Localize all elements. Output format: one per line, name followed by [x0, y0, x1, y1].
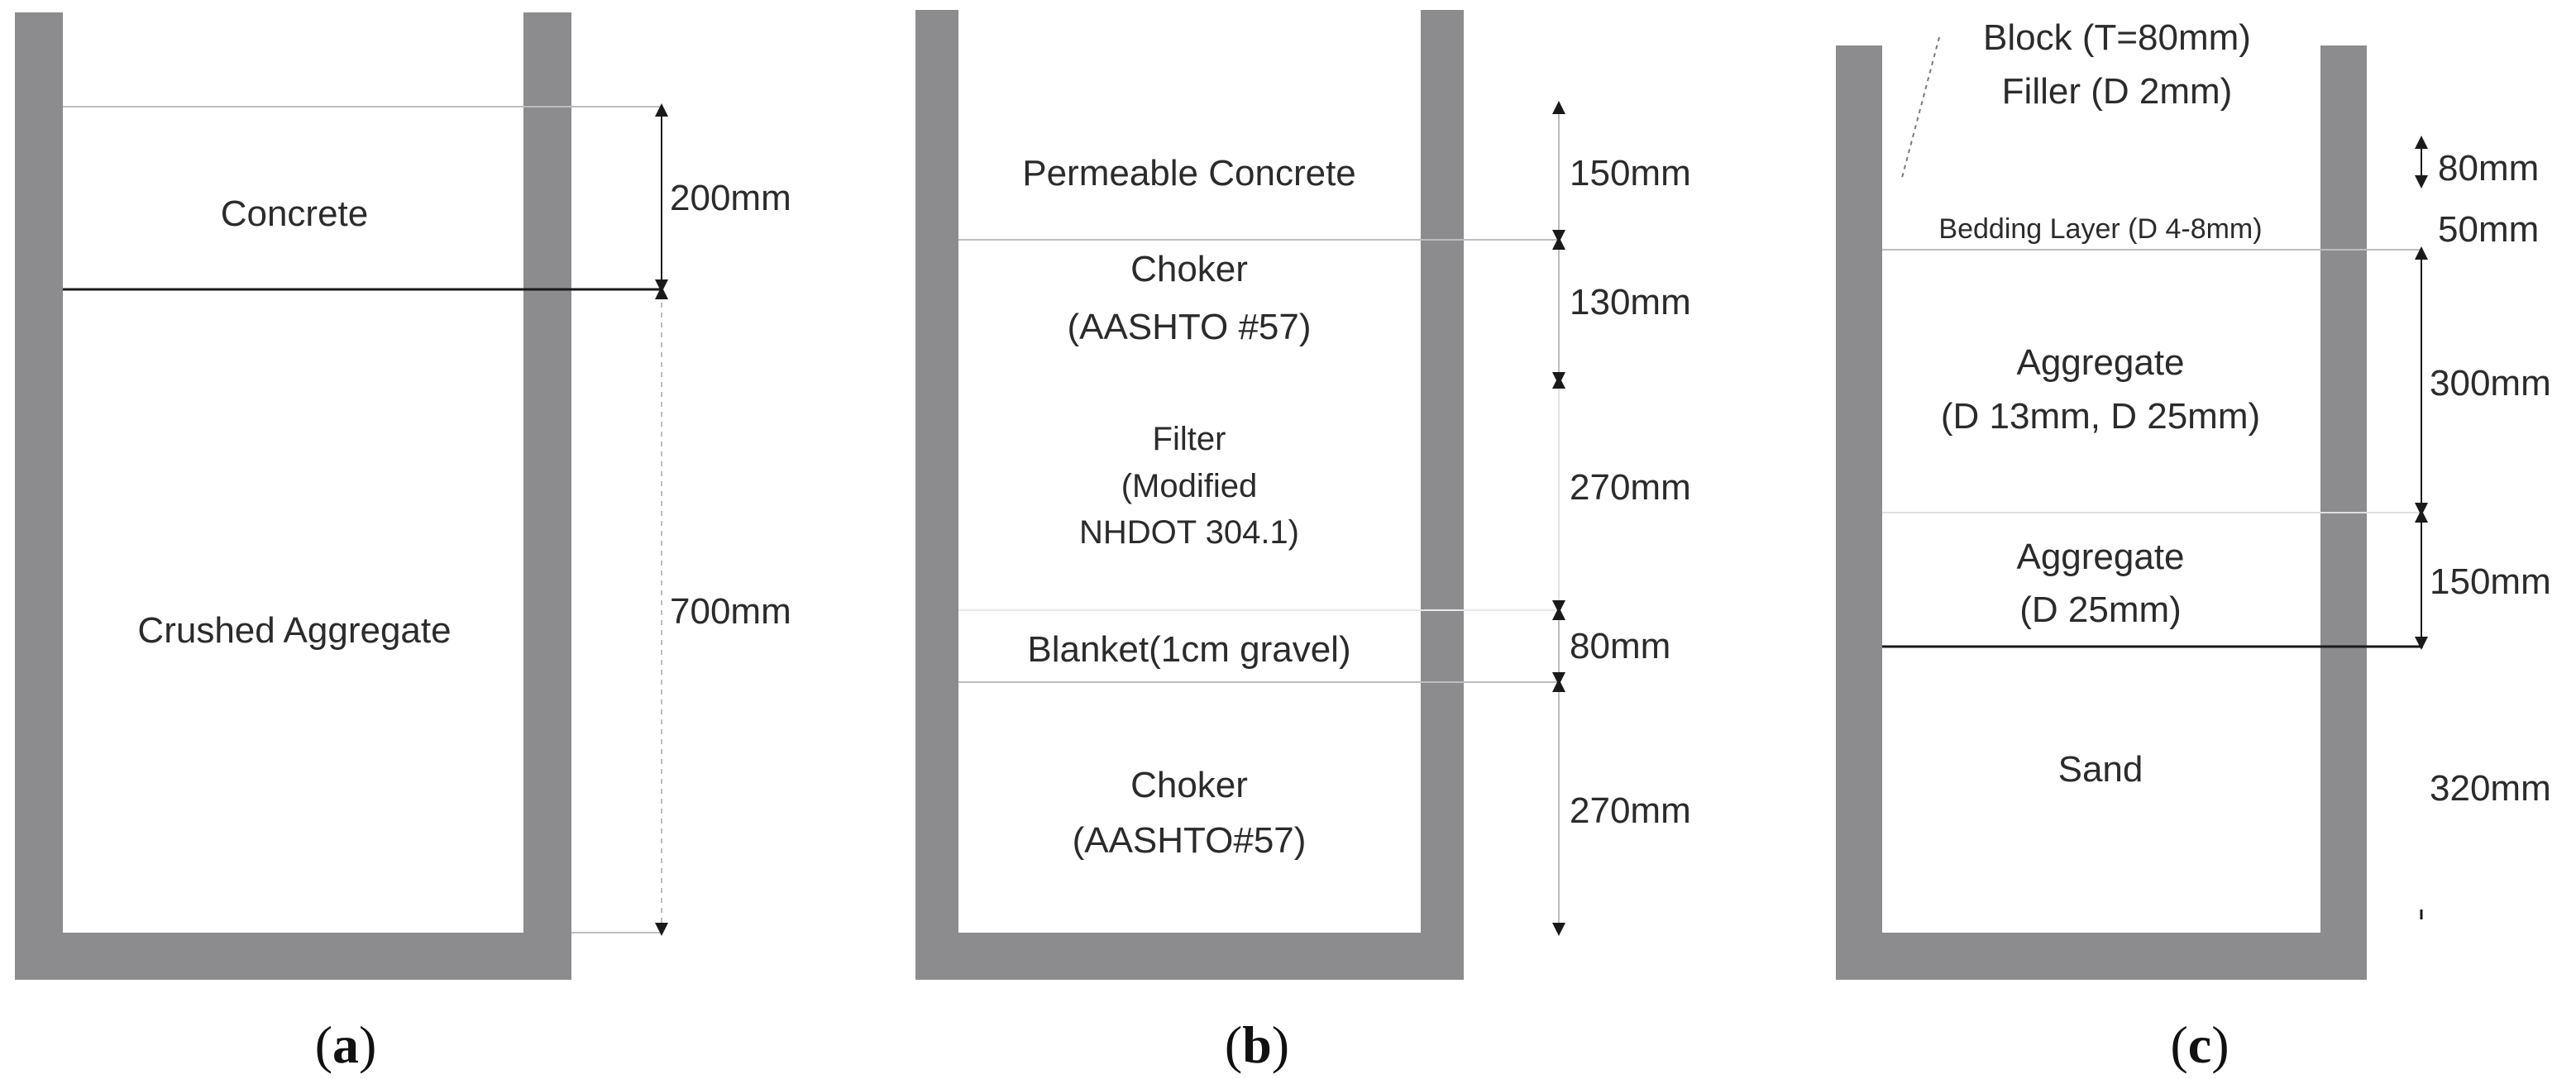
panel-c-layer-aggregate-1-line-2: (D 13mm, D 25mm) [1941, 396, 2260, 437]
panel-c-bottom-wall [1836, 933, 2367, 980]
panel-b-layer-filter-line-1: Filter [1153, 421, 1226, 457]
panel-c-layer-aggregate-1-line-1: Aggregate [2016, 342, 2184, 383]
panel-a-right-wall [523, 12, 571, 980]
panel-b-layer-choker-2-line-2: (AASHTO#57) [1073, 820, 1307, 861]
panel-c-caption: (c) [2170, 1015, 2229, 1074]
panel-c-dim-label-5: 320mm [2430, 768, 2551, 809]
panel-c-layer-aggregate-2-line-2: (D 25mm) [2019, 590, 2182, 630]
panel-b-right-wall [1421, 10, 1464, 980]
panel-b-layer-choker-2-line-1: Choker [1130, 765, 1248, 805]
panel-c-dim-label-1: 80mm [2438, 148, 2539, 189]
panel-a-dim-label-1: 200mm [670, 178, 791, 218]
panel-b-layer-permeable-concrete: Permeable Concrete [1022, 153, 1356, 193]
panel-c-dim-label-4: 150mm [2430, 561, 2551, 602]
panel-c-dim-label-2: 50mm [2438, 209, 2539, 250]
panel-b-layer-choker-1-line-2: (AASHTO #57) [1067, 307, 1311, 347]
panel-b-dim-label-4: 80mm [1570, 626, 1670, 666]
panel-c: Block (T=80mm) Filler (D 2mm) Bedding La… [1836, 17, 2551, 1074]
panel-b: Permeable Concrete Choker (AASHTO #57) F… [915, 10, 1691, 1074]
panel-a-layer-crushed-aggregate: Crushed Aggregate [137, 610, 451, 651]
panel-a-container [15, 12, 571, 980]
panel-b-layer-filter-line-2: (Modified [1121, 468, 1258, 504]
panel-c-block-leader-line [1901, 36, 1940, 179]
panel-b-dim-label-5: 270mm [1570, 790, 1691, 831]
panel-c-layer-filler: Filler (D 2mm) [2002, 71, 2233, 112]
panel-b-layer-choker-1-line-1: Choker [1130, 249, 1248, 289]
panel-b-dim-label-2: 130mm [1570, 282, 1691, 322]
panel-a: Concrete Crushed Aggregate 200mm 700mm (… [15, 12, 791, 1074]
panel-a-dim-label-2: 700mm [670, 591, 791, 632]
panel-b-left-wall [915, 10, 958, 980]
panel-b-layer-blanket: Blanket(1cm gravel) [1027, 629, 1350, 670]
panel-b-layer-filter-line-3: NHDOT 304.1) [1079, 514, 1299, 551]
panel-c-layer-aggregate-2-line-1: Aggregate [2016, 537, 2184, 577]
panel-b-bottom-wall [915, 933, 1464, 980]
panel-c-layer-bedding: Bedding Layer (D 4-8mm) [1938, 213, 2262, 245]
panel-c-left-wall [1836, 45, 1882, 980]
panel-c-layer-block: Block (T=80mm) [1983, 17, 2251, 58]
panel-c-layer-sand: Sand [2058, 749, 2143, 790]
panel-a-caption: (a) [315, 1015, 377, 1074]
panel-b-dim-label-3: 270mm [1570, 467, 1691, 508]
panel-c-dim-label-3: 300mm [2430, 363, 2551, 403]
panel-b-caption: (b) [1225, 1015, 1289, 1074]
panel-b-dim-label-1: 150mm [1570, 153, 1691, 193]
panel-b-container [915, 10, 1464, 980]
panel-a-layer-concrete: Concrete [221, 193, 369, 234]
panel-a-bottom-wall [15, 933, 571, 980]
panel-a-left-wall [15, 12, 63, 980]
